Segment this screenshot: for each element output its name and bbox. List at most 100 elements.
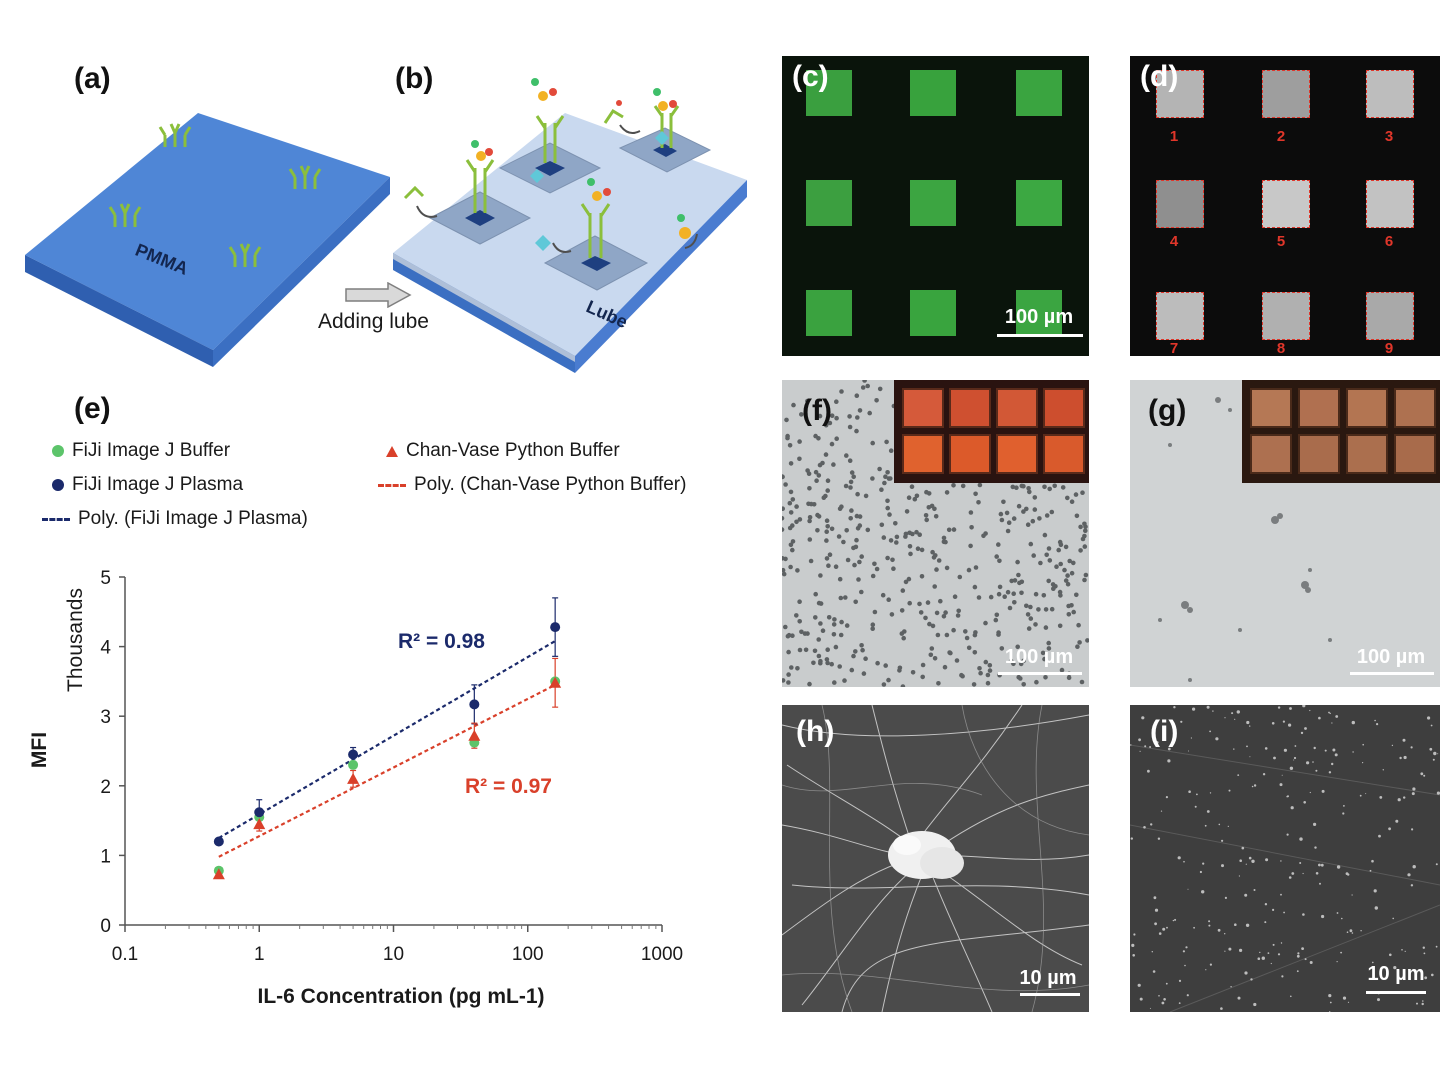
cell-dot <box>1049 509 1055 515</box>
cell-dot <box>855 491 860 497</box>
cell-dot <box>888 538 894 543</box>
cell-dot <box>1005 589 1011 595</box>
surface-speck <box>1395 819 1399 823</box>
cell-dot <box>960 483 966 489</box>
cell-dot <box>1082 577 1087 583</box>
cell-dot <box>1044 513 1050 518</box>
surface-speck <box>1313 822 1317 826</box>
cell-dot <box>936 681 941 686</box>
surface-speck <box>1410 884 1414 887</box>
cell-dot <box>944 632 950 638</box>
surface-speck <box>1321 789 1325 793</box>
surface-speck <box>1182 950 1185 953</box>
cell-dot <box>943 610 948 615</box>
surface-speck <box>1161 1001 1165 1005</box>
cell-dot <box>782 678 786 683</box>
surface-speck <box>1259 951 1261 954</box>
legend-fiji-plasma: FiJi Image J Plasma <box>52 474 243 496</box>
cell-dot <box>994 612 1000 618</box>
cell-dot <box>836 534 842 539</box>
cell-dot <box>787 500 793 506</box>
cell-dot <box>944 565 950 571</box>
cell-dot <box>983 659 989 665</box>
cell-dot <box>855 415 860 420</box>
cell-dot <box>855 526 861 531</box>
surface-speck <box>1158 995 1160 997</box>
cell-dot <box>807 681 812 687</box>
cell-dot <box>859 643 864 648</box>
surface-speck <box>1217 928 1221 932</box>
fluorescence-micrograph-c: (c) 100 µm <box>782 56 1089 356</box>
surface-speck <box>1245 923 1250 927</box>
surface-speck <box>1239 948 1243 952</box>
cell-dot <box>782 474 785 479</box>
cell-dot <box>860 647 865 653</box>
cell-dot <box>788 489 794 495</box>
cell-dot <box>983 620 988 626</box>
cell-dot <box>1073 492 1079 497</box>
inset-wells-photo-g <box>1242 380 1440 483</box>
cell-dot <box>924 489 929 495</box>
cell-dot <box>877 386 883 392</box>
surface-speck <box>1314 846 1317 849</box>
cell-dot <box>843 483 849 489</box>
surface-speck <box>1328 994 1332 998</box>
surface-speck <box>1306 761 1310 765</box>
cell-dot <box>930 549 935 555</box>
cell-dot <box>794 519 799 525</box>
cell-dot <box>853 544 859 550</box>
cell-dot <box>1074 592 1079 598</box>
cell-dot <box>803 647 809 653</box>
surface-speck <box>1318 716 1321 720</box>
surface-speck <box>1248 856 1252 860</box>
cell-dot <box>1082 521 1087 527</box>
surface-speck <box>1147 769 1150 773</box>
cell-dot <box>787 443 793 448</box>
panel-label-f: (f) <box>802 394 832 427</box>
surface-speck <box>1346 931 1349 933</box>
surface-speck <box>1155 741 1159 744</box>
surface-speck <box>1141 716 1145 720</box>
well-number: 7 <box>1169 340 1179 356</box>
cell-dot <box>848 485 853 490</box>
surface-speck <box>1208 924 1211 927</box>
cell-dot <box>881 682 887 687</box>
cell-dot <box>973 491 978 497</box>
cell-dot <box>1028 604 1033 610</box>
cell-dot <box>815 512 820 518</box>
cell-dot <box>813 469 819 475</box>
cell-dot <box>824 556 830 561</box>
cell-dot <box>932 656 938 661</box>
surface-speck <box>1360 930 1362 932</box>
surface-speck <box>1262 773 1266 776</box>
cell-dot <box>885 498 890 504</box>
data-point-triangle <box>468 729 481 741</box>
surface-speck <box>1340 951 1342 954</box>
surface-speck <box>1251 785 1254 788</box>
surface-speck <box>1411 828 1414 831</box>
cell-dot <box>790 497 796 502</box>
antibody-icon <box>108 123 322 267</box>
cell-dot <box>881 535 887 540</box>
cell-dot <box>1038 560 1043 566</box>
cell-dot <box>955 613 961 618</box>
surface-speck <box>1194 805 1197 808</box>
cell-dot <box>933 514 939 519</box>
surface-speck <box>1165 982 1168 985</box>
cell-dot <box>1014 485 1019 490</box>
surface-speck <box>1131 943 1135 947</box>
cell-dot <box>786 680 791 685</box>
surface-speck <box>1177 856 1181 860</box>
cell-dot <box>977 666 982 671</box>
y-axis-units-label: Thousands <box>64 588 87 692</box>
surface-speck <box>1185 946 1188 949</box>
surface-speck <box>1433 751 1437 756</box>
surface-speck <box>1241 846 1245 850</box>
scale-bar-g <box>1350 672 1434 675</box>
y-axis-label: MFI <box>28 732 51 768</box>
cell-dot <box>839 619 844 625</box>
data-point-circle <box>348 759 359 770</box>
surface-speck <box>1228 789 1231 792</box>
cell-dot <box>920 674 925 680</box>
cell-dot <box>818 658 823 664</box>
